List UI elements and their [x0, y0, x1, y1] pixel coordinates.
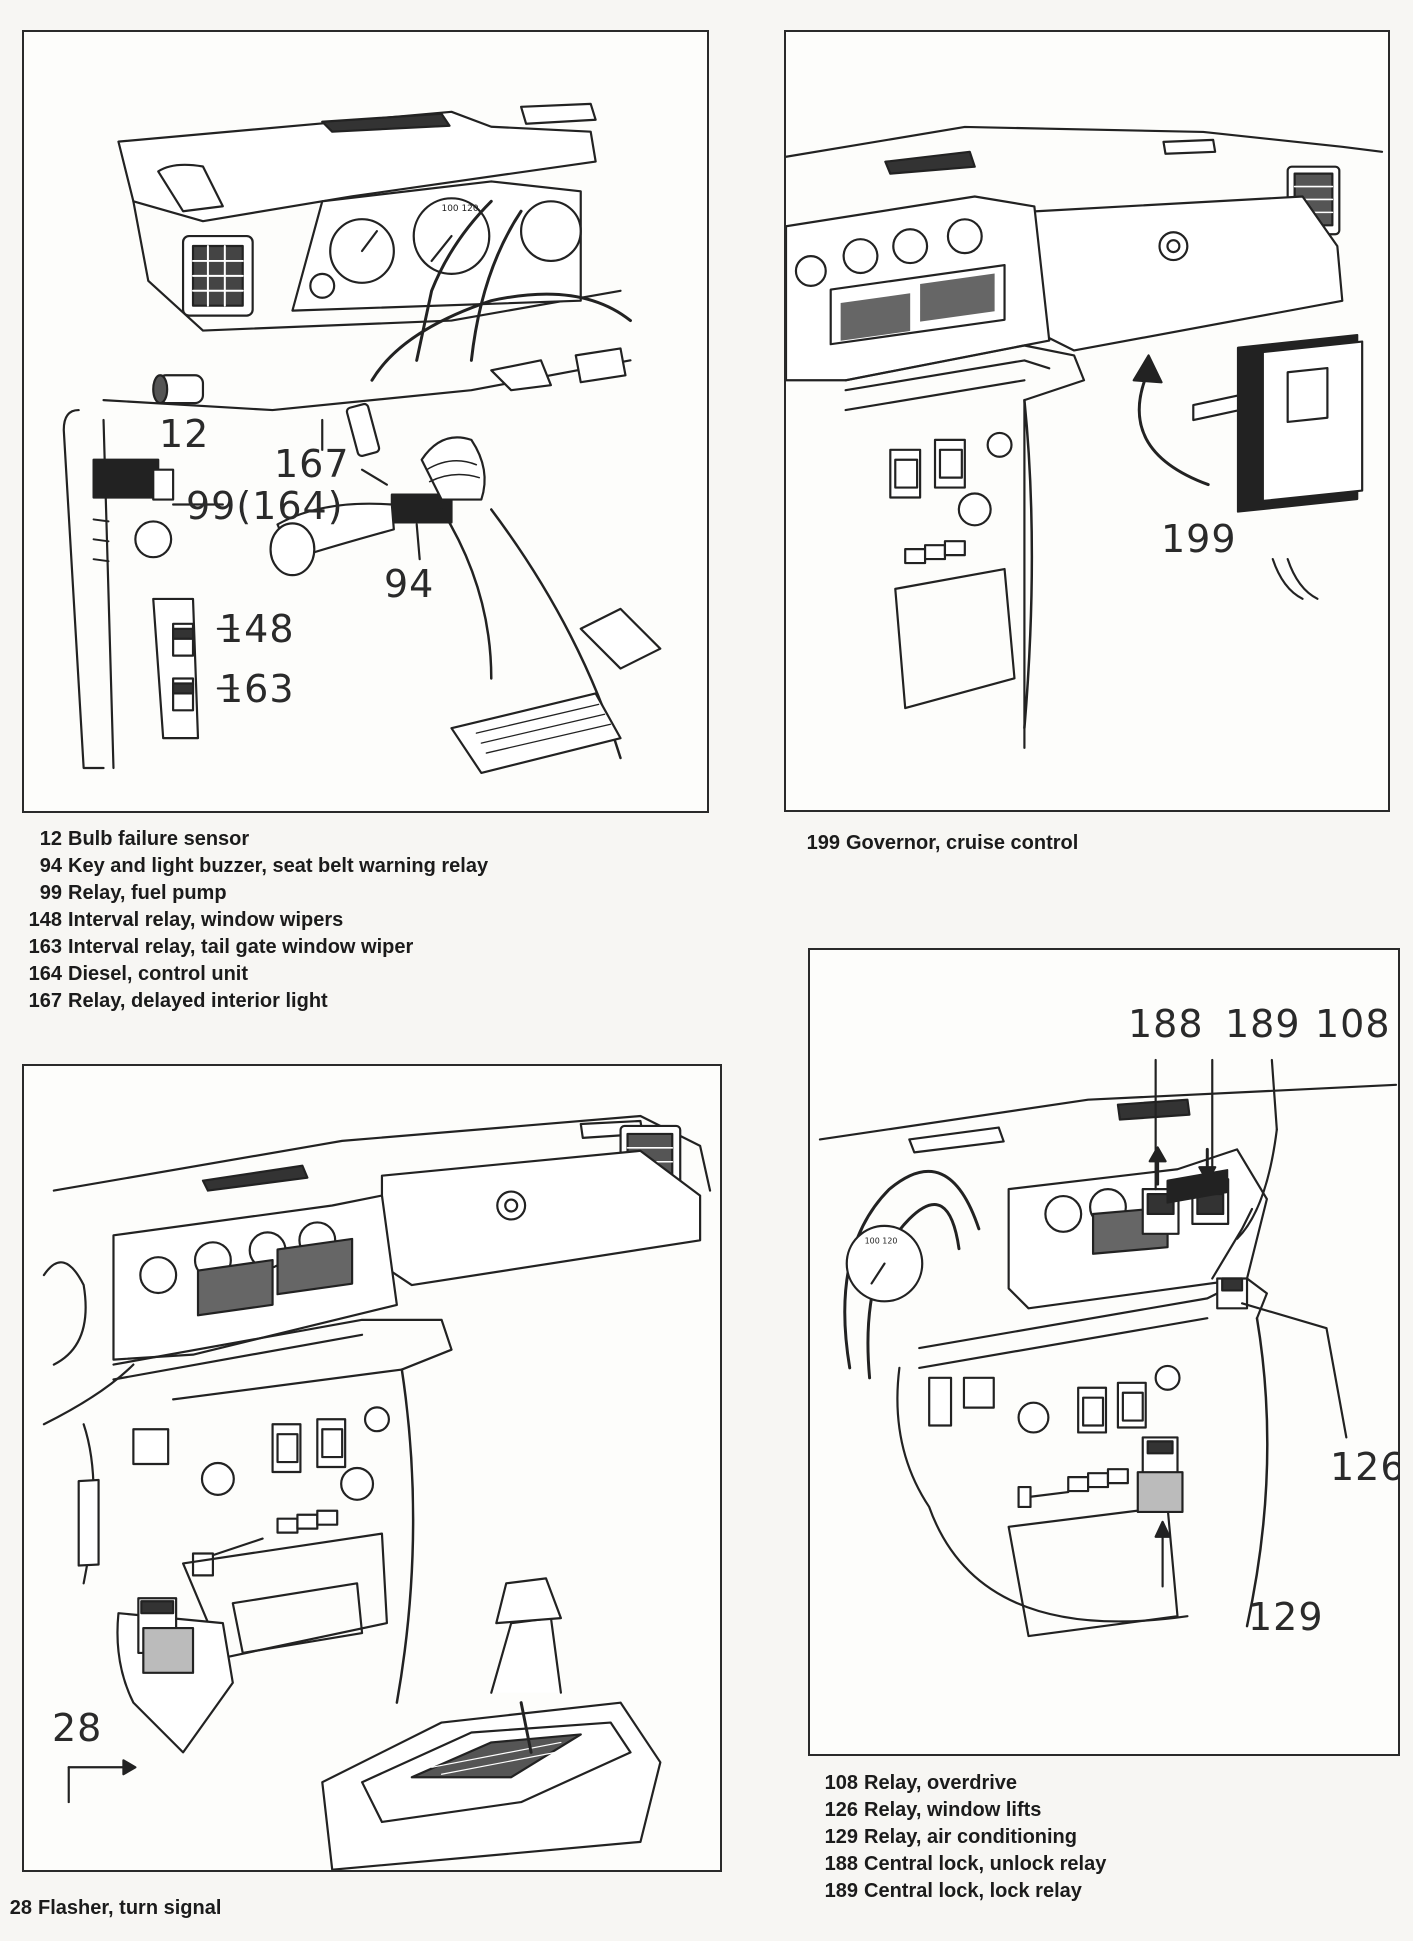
diagram-panel-shifter: 28: [22, 1064, 722, 1872]
callout-167: 167: [274, 442, 350, 486]
dashboard-left-illustration: 100 120: [62, 102, 662, 775]
callout-126: 126: [1330, 1445, 1400, 1489]
callout-28: 28: [52, 1706, 103, 1750]
callout-94: 94: [384, 562, 435, 606]
svg-text:100 120: 100 120: [865, 1237, 898, 1246]
diagram-panel-center-stack: 100 120 188 189 108 126 129: [808, 948, 1400, 1756]
glovebox-illustration: [786, 125, 1384, 749]
shifter-illustration: [42, 1114, 712, 1870]
callout-148: 148: [219, 607, 295, 651]
callout-188: 188: [1128, 1002, 1204, 1046]
callout-129: 129: [1248, 1595, 1324, 1639]
diagram-panel-glovebox-right: 199: [784, 30, 1390, 812]
center-stack-illustration: 100 120: [818, 1058, 1398, 1638]
callout-199: 199: [1161, 517, 1237, 561]
callout-99-164: 99(164): [186, 484, 344, 528]
callout-12: 12: [159, 412, 210, 456]
callout-108: 108: [1315, 1002, 1391, 1046]
callout-189: 189: [1225, 1002, 1301, 1046]
callout-163: 163: [219, 667, 295, 711]
diagram-panel-dashboard-left: 100 120: [22, 30, 709, 813]
svg-text:100 120: 100 120: [442, 204, 479, 214]
